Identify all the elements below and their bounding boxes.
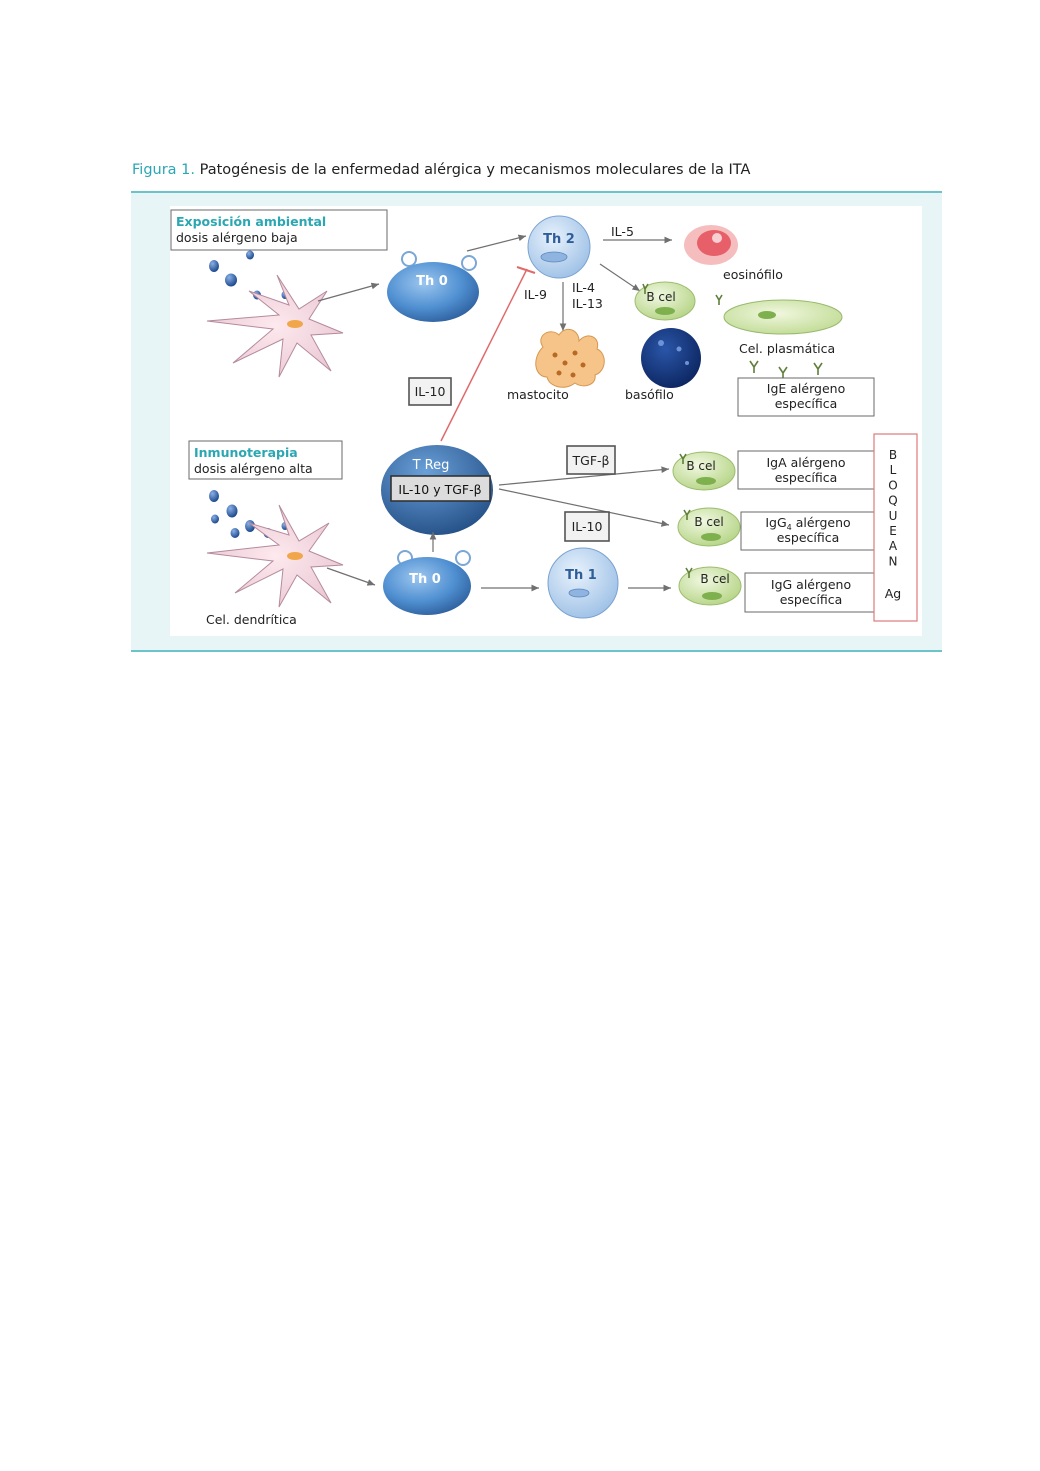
block-ag-label: Ag	[885, 586, 902, 601]
il5-label: IL-5	[611, 224, 634, 239]
th0-top-label: Th 0	[416, 274, 448, 289]
iga-line1: IgA alérgeno	[766, 455, 845, 470]
il10-lower-label: IL-10	[572, 519, 603, 534]
figure-caption: Figura 1. Patogénesis de la enfermedad a…	[132, 162, 942, 178]
bcel-igg4-cell	[677, 507, 741, 547]
iga-line2: específica	[775, 470, 838, 485]
mast-cell	[535, 328, 605, 388]
block-letter: Q	[888, 494, 897, 508]
block-letter: L	[890, 463, 897, 477]
mast-label: mastocito	[507, 387, 569, 402]
block-letter: B	[889, 448, 897, 462]
th0-top-cell	[387, 251, 479, 322]
eosinophil-cell	[684, 225, 738, 265]
il10-upper-box	[408, 377, 452, 406]
inhibition-treg-to-th2	[440, 266, 536, 442]
th0-bottom-label: Th 0	[409, 572, 441, 587]
dendritic-label: Cel. dendrítica	[206, 612, 297, 627]
block-box	[873, 433, 918, 622]
block-letter: A	[889, 539, 898, 553]
arrow-dc-to-th0-top	[317, 282, 380, 302]
il10-upper-label: IL-10	[415, 384, 446, 399]
immunotherapy-title: Inmunoterapia	[194, 445, 298, 460]
bcel-igg-label: B cel	[700, 572, 729, 586]
dendritic-cell-bottom	[206, 504, 344, 608]
igg-line1: IgG alérgeno	[771, 577, 851, 592]
figure-label: Figura 1.	[132, 162, 195, 178]
iga-box	[737, 450, 875, 490]
immunotherapy-box	[188, 440, 343, 480]
bcel-igg-cell	[678, 566, 742, 606]
basophil-label: basófilo	[625, 387, 674, 402]
th0-bottom-cell	[383, 550, 471, 615]
bcel-top-label: B cel	[646, 290, 675, 304]
bcel-top-cell	[634, 281, 696, 321]
diagram-panel: Exposición ambiental dosis alérgeno baja…	[131, 193, 942, 650]
th2-label: Th 2	[543, 232, 575, 247]
th1-cell	[547, 547, 619, 619]
bcel-igg4-label: B cel	[694, 515, 723, 529]
figure-bottom-rule	[131, 650, 942, 652]
figure-title: Patogénesis de la enfermedad alérgica y …	[199, 162, 751, 178]
block-letter: N	[889, 554, 898, 568]
ige-box	[737, 377, 875, 417]
plasma-label: Cel. plasmática	[739, 341, 835, 356]
block-letter: U	[889, 509, 898, 523]
allergy-mechanism-diagram: Exposición ambiental dosis alérgeno baja…	[170, 206, 922, 636]
arrow-treg-to-bcel-iga	[498, 466, 670, 486]
il13-label: IL-13	[572, 296, 603, 311]
treg-cytokines-label: IL-10 y TGF-β	[398, 482, 481, 497]
il10-lower-box	[564, 511, 610, 542]
dendritic-cell-top	[206, 274, 344, 378]
arrow-dc-to-th0-bottom	[326, 567, 376, 586]
environmental-subtitle: dosis alérgeno baja	[176, 230, 298, 245]
arrow-treg-to-bcel-igg4	[498, 488, 670, 527]
tgfb-box	[566, 445, 616, 475]
immunotherapy-subtitle: dosis alérgeno alta	[194, 461, 313, 476]
th2-cell	[527, 215, 591, 279]
igg-line2: específica	[780, 592, 843, 607]
il9-label: IL-9	[524, 287, 547, 302]
ige-antibodies	[749, 360, 823, 379]
bcel-iga-label: B cel	[686, 459, 715, 473]
ige-line2: específica	[775, 396, 838, 411]
plasma-cell	[715, 294, 843, 335]
caption-rule	[131, 191, 942, 193]
igg4-line2: específica	[777, 530, 840, 545]
igg-box	[744, 572, 878, 613]
arrow-th2-to-bcel	[599, 263, 641, 292]
th1-label: Th 1	[565, 568, 597, 583]
block-letter: O	[888, 478, 897, 492]
bcel-iga-cell	[672, 451, 736, 491]
treg-cytokines-box	[390, 475, 491, 502]
basophil-cell	[641, 328, 701, 388]
arrow-th0-to-th2	[466, 234, 527, 252]
treg-label: T Reg	[412, 458, 450, 473]
ige-line1: IgE alérgeno	[767, 381, 845, 396]
il4-label: IL-4	[572, 280, 595, 295]
igg4-line1: IgG4 alérgeno	[765, 515, 850, 532]
eosinophil-label: eosinófilo	[723, 267, 783, 282]
environmental-box	[170, 209, 388, 251]
environmental-title: Exposición ambiental	[176, 214, 326, 229]
tgfb-label: TGF-β	[572, 453, 610, 468]
block-letter: E	[889, 524, 897, 538]
